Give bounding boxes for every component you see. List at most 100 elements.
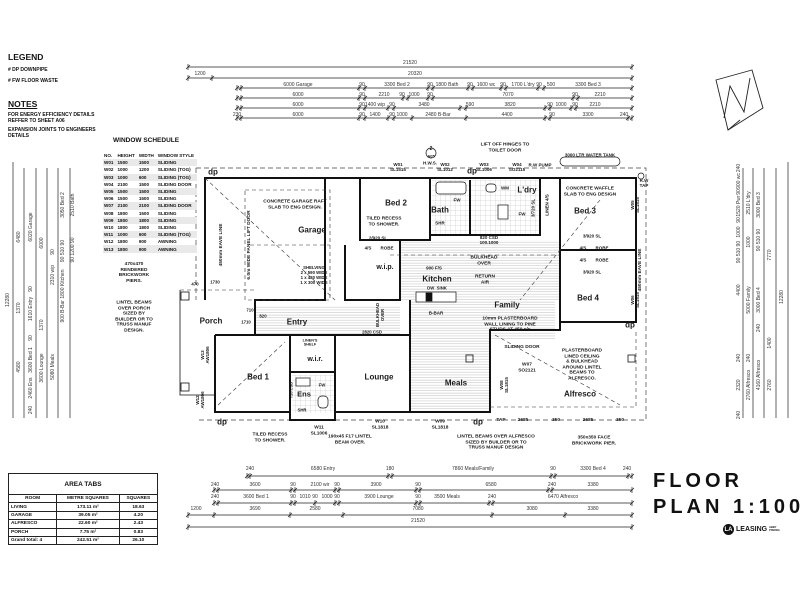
dimension-top: 3820 [504,101,516,108]
plan-label-bed4-sl: 3/920 SL [582,269,602,275]
dimension-right: 1000 [736,226,742,238]
plan-label-bed3: Bed 3 [574,206,596,216]
dimension-bottom: 3690 [249,506,261,512]
window-height: 2100 [116,202,138,210]
window-height: 1800 [117,210,128,216]
dimension-right: 2320 [736,379,742,391]
plan-label-waffle: CONCRETE WAFFLE SLAB TO ENG DESIGN [563,186,617,197]
dimension-top: 230 [232,111,242,118]
dimension-bottom: 240 [210,494,220,500]
dimension-top: 90 [549,111,555,118]
north-arrow [715,69,764,131]
window-style: SLIDING [157,210,177,216]
header-style: WINDOW STYLE [157,153,195,159]
dimension-right: 3000 Bed 4 [756,287,762,313]
dimension-ticks [185,64,635,530]
dimension-left: 6480 [16,231,22,243]
plan-label-shelving: SHELVING 2 x 590 WIDE 1 x 480 WIDE 1 X 3… [300,265,328,285]
window-no: W07 [103,202,117,210]
dimension-right: 240 [736,163,742,173]
area-room: Grand total: 4 [7,535,58,546]
plan-label-lift-off: LIFT OFF HINGES TO TOILET DOOR [480,142,530,153]
dimension-top: 3300 Bed 3 [575,82,601,88]
dimension-left: 3050 Bed 2 [60,192,66,218]
dimension-bottom: 21520 [411,518,425,524]
dimension-right: 12280 [779,290,785,304]
dimension-top: 1800 Bath [435,82,459,88]
plan-label-fs-900: 900 F/S [426,265,442,271]
dimension-top: 4400 [501,111,513,118]
dimension-top: 1000 [408,91,420,98]
dimension-top: 1600 wc [476,82,496,88]
plan-label-w12: W12 AW1806 [194,391,205,409]
dimension-bottom: 3300 Bed 4 [580,466,606,472]
dimension-left: 1370 [16,302,22,314]
plan-label-eave-right: 450mm EAVE LINE [638,248,644,292]
window-height: 1000 [116,231,138,239]
dimension-top: 2210 [589,101,601,108]
dimension-top: 90 [467,82,473,88]
plan-label-lounge: Lounge [364,372,394,382]
window-height: 1800 [116,245,138,253]
window-no: W09 [103,216,117,224]
plan-label-dw-sink: DW SINK [427,285,447,291]
dimension-right: 240 [746,353,752,363]
header-width: WIDTH [138,153,154,159]
plan-label-w07: W07 SO2121 [518,362,536,373]
dimension-top: 3300 Bed 2 [384,82,410,88]
dimension-top: 90 [389,111,395,118]
company-logo: LA LEASING ABBY PISONIA [723,524,780,535]
plan-label-rw-pump: R.W PUMP [528,162,552,168]
dimension-left: 90 1200 90 [70,237,76,263]
dimension-bottom: 90 [290,482,296,488]
dimension-left: 2310 wip [50,264,56,286]
plan-label-ldry-sl: 3/720 SL [530,198,536,218]
dimension-right: 90 510 90 [756,228,762,252]
area-squares: 26.10 [118,535,159,546]
dimension-bottom: 90 [334,482,340,488]
plan-label-hws: H.W.S. [422,160,438,166]
dimension-top: 3480 [418,101,430,108]
legend-item-downpipe: # DP DOWNPIPE [8,67,48,73]
dimension-top: 6000 [292,111,304,118]
dimension-top: 90 [399,91,405,98]
window-style: SLIDING [156,187,198,196]
window-no: W13 [103,245,117,253]
window-style: SLIDING [156,159,198,167]
plan-label-plasterboard: 10mm PLASTERBOARD WALL LINING TO PINE ST… [482,316,538,333]
window-style: AWNING [156,245,198,253]
dimension-bottom: 3900 [370,482,382,488]
dimension-top: 6000 Garage [283,82,313,88]
dimension-bottom: 1200 [190,506,202,512]
window-style: SLIDING (TOG) [156,173,198,181]
area-squares: 4.20 [118,510,159,521]
dimension-right: 1520 Pwr [736,195,742,217]
dimension-top: 1200 [194,71,206,77]
dimension-right: 5000 Family [746,286,752,314]
plan-label-p1710: 1710 [241,319,251,325]
plan-label-ens-shr: SHR [297,407,307,413]
dimension-left: 4580 [16,361,22,373]
plan-label-bed4-robe: ROBE [595,257,609,263]
dimension-top: 1700 L'dry [511,82,535,88]
dimension-bottom: 240 [487,494,497,500]
dimension-bottom: 90 [312,494,318,500]
window-height: 1500 [116,159,138,167]
window-width: 1500 [138,181,150,187]
plan-label-d820: 820 [259,313,267,319]
area-squares: 0.83 [118,527,159,537]
window-width: 1500 [138,210,150,216]
dimension-right: 4400 [736,284,742,296]
window-width: 1500 [137,159,157,167]
porch-outline [179,290,636,396]
plan-label-dp2: dp [467,166,477,176]
dimension-left: 3600 Bed 1 [28,347,34,373]
area-metre-squares: 242.51 m² [56,535,120,546]
dimension-top: 6000 [292,91,304,98]
